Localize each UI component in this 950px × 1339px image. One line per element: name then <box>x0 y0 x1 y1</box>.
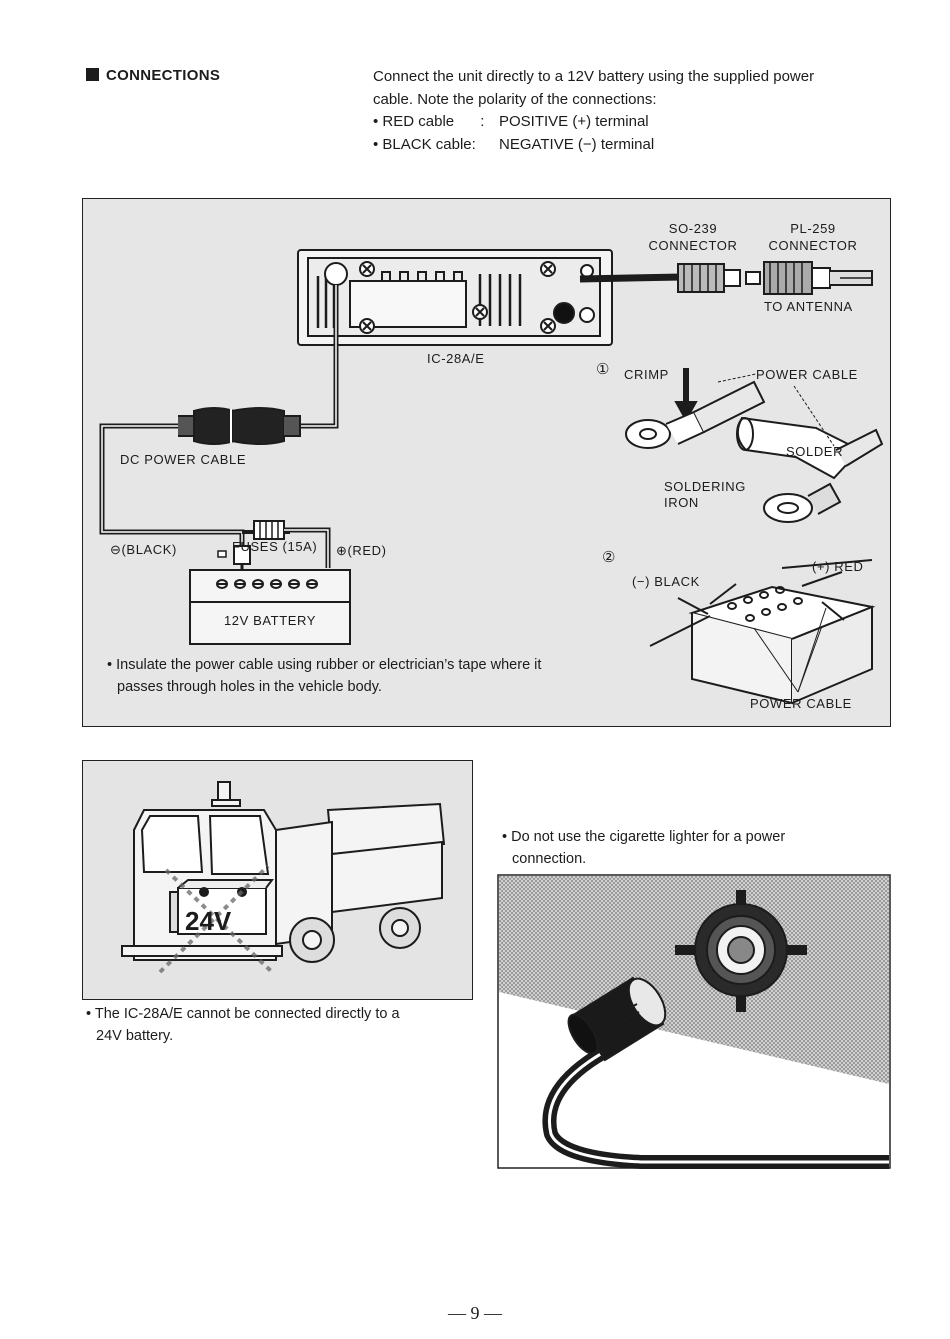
lighter-caption-line-1: • Do not use the cigarette lighter for a… <box>502 829 786 845</box>
insulate-note-line-1: • Insulate the power cable using rubber … <box>107 657 542 673</box>
insulate-note-line-2: passes through holes in the vehicle body… <box>117 679 382 695</box>
neg-black-label: (−) BLACK <box>632 574 700 589</box>
section-title-text: CONNECTIONS <box>106 67 221 84</box>
intro-line-2: cable. Note the polarity of the connecti… <box>373 90 657 108</box>
soldering-iron-label-2: IRON <box>664 495 699 510</box>
crimp-label: CRIMP <box>624 367 669 382</box>
black-terminal-label: ⊖(BLACK) <box>110 542 177 557</box>
red-cable-label: RED cable <box>382 113 455 130</box>
insulate-note: • Insulate the power cable using rubber … <box>107 654 627 698</box>
radio-model-label: IC-28A/E <box>427 351 485 366</box>
black-cable-label: BLACK cable: <box>382 135 476 153</box>
square-bullet-icon <box>86 68 99 81</box>
truck-caption-line-1: • The IC-28A/E cannot be connected direc… <box>86 1006 400 1022</box>
red-terminal-label: ⊕(RED) <box>336 543 387 558</box>
power-cable-label-1: POWER CABLE <box>756 367 858 382</box>
truck-battery-label: 24V <box>185 906 232 936</box>
pl259-label-2: CONNECTOR <box>769 238 858 253</box>
truck-illustration: 24V <box>121 781 446 976</box>
solder-label: SOLDER <box>786 444 843 459</box>
so239-label-1: SO-239 <box>669 221 717 236</box>
lighter-caption-line-2: connection. <box>512 851 587 867</box>
pos-red-label: (+) RED <box>812 559 864 574</box>
diagram-labels: SO-239 CONNECTOR PL-259 CONNECTOR TO ANT… <box>110 221 864 711</box>
black-cable-value: NEGATIVE (−) terminal <box>499 135 655 153</box>
dc-power-cable-drawing <box>99 285 339 574</box>
truck-caption: • The IC-28A/E cannot be connected direc… <box>86 1003 476 1047</box>
wiring-diagram: SO-239 CONNECTOR PL-259 CONNECTOR TO ANT… <box>99 221 884 711</box>
polarity-black: • BLACK cable: NEGATIVE (−) terminal <box>373 134 903 157</box>
lighter-caption: • Do not use the cigarette lighter for a… <box>502 826 892 870</box>
dc-power-cable-label: DC POWER CABLE <box>120 452 246 467</box>
intro-line-1: Connect the unit directly to a 12V batte… <box>373 68 815 85</box>
section-title: CONNECTIONS <box>86 67 220 84</box>
battery-connection-drawing <box>649 559 876 705</box>
to-antenna-label: TO ANTENNA <box>764 299 853 314</box>
cigarette-lighter-illustration <box>497 874 891 1169</box>
intro-text: Connect the unit directly to a 12V batte… <box>373 66 903 156</box>
truck-caption-line-2: 24V battery. <box>96 1028 174 1044</box>
page-number: — 9 — <box>448 1303 502 1323</box>
crimp-solder-drawing <box>625 368 884 523</box>
polarity-red: • RED cable : POSITIVE (+) terminal <box>373 111 903 134</box>
antenna-connector-drawing <box>579 261 873 295</box>
fuses-label: FUSES (15A) <box>232 539 317 554</box>
red-cable-sep: : <box>480 113 485 130</box>
step2-number: ② <box>602 549 616 566</box>
step1-number: ① <box>596 361 610 378</box>
red-cable-value: POSITIVE (+) terminal <box>499 113 649 130</box>
pl259-label-1: PL-259 <box>790 221 836 236</box>
soldering-iron-label-1: SOLDERING <box>664 479 746 494</box>
power-cable-label-2: POWER CABLE <box>750 696 852 711</box>
radio-unit-drawing <box>297 249 613 346</box>
battery-drawing <box>189 569 351 645</box>
so239-label-2: CONNECTOR <box>649 238 738 253</box>
battery-label: 12V BATTERY <box>224 613 316 628</box>
